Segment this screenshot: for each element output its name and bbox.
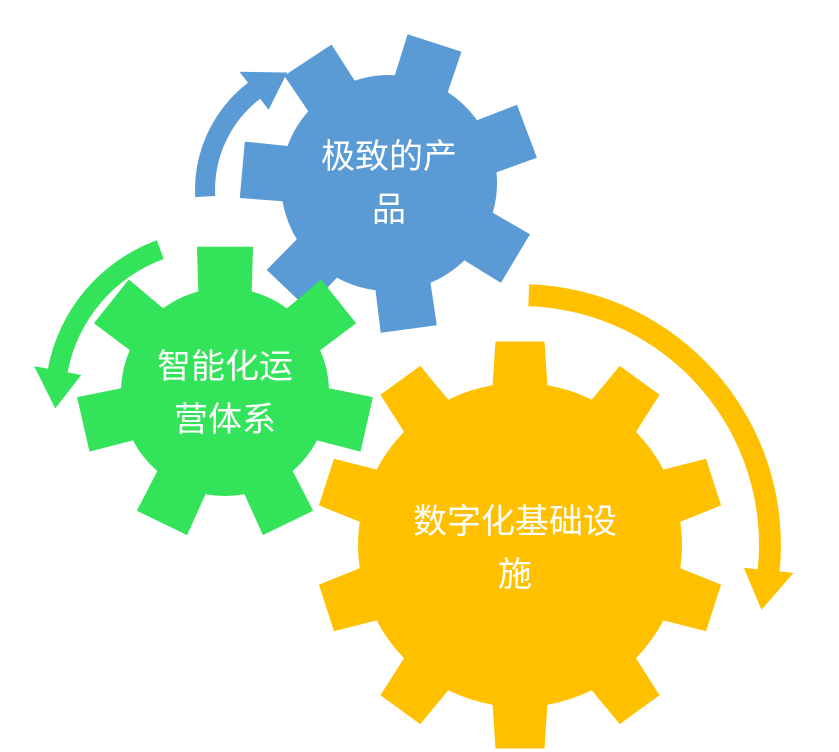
yellow-cycle-arrow — [528, 284, 794, 610]
gear-infrastructure-label: 数字化基础设 施 — [400, 496, 630, 601]
gear-operation-label-line-1: 智能化运 — [157, 347, 293, 387]
gear-operation-label-line-2: 营体系 — [174, 399, 276, 440]
gear-operation-label: 智能化运 营体系 — [145, 341, 305, 446]
gear-operation — [77, 246, 373, 536]
blue-cycle-arrow — [195, 71, 288, 198]
arrow-group — [34, 71, 794, 610]
gear-product-label: 极致的产 品 — [309, 131, 469, 236]
gear-infrastructure-label-line-1: 数字化基础设 — [413, 502, 617, 542]
gear-infrastructure-label-line-2: 施 — [498, 554, 532, 595]
gear-infrastructure — [318, 341, 722, 749]
green-cycle-arrow — [34, 240, 164, 409]
gear-product-label-line-2: 品 — [372, 189, 406, 230]
gear-product-label-line-1: 极致的产 — [321, 137, 457, 177]
gear-group — [77, 34, 722, 749]
gear-product — [239, 34, 537, 333]
